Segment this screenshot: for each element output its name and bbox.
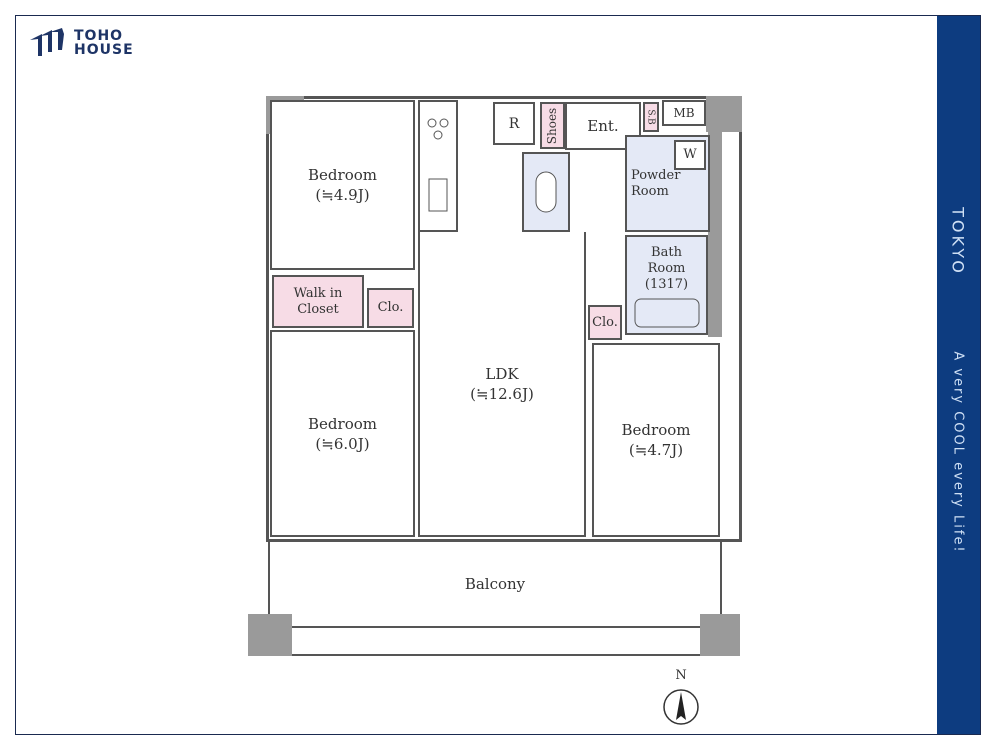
side-city: TOKYO: [948, 207, 968, 276]
brand-logo: TOHO HOUSE: [28, 28, 134, 58]
side-band: [937, 16, 980, 734]
pillar: [706, 96, 742, 132]
closet-2: Clo.: [588, 305, 622, 340]
room-name: Closet: [297, 301, 339, 317]
meter-box: MB: [662, 100, 706, 126]
room-name: Bedroom: [308, 166, 377, 184]
room-name: Bath: [651, 245, 682, 260]
bathtub-icon: [634, 298, 699, 328]
room-name: Room: [647, 261, 686, 276]
shoes-storage: Shoes: [540, 102, 565, 149]
balcony: Balcony: [268, 542, 722, 628]
ldk: LDK (≒12.6J): [418, 232, 586, 537]
room-name: Bedroom: [308, 414, 377, 433]
pillar: [700, 614, 740, 656]
room-name: Powder: [631, 167, 681, 183]
pillar: [248, 614, 292, 656]
balcony-rail: [248, 626, 740, 656]
stove-icon: [427, 118, 449, 212]
walk-in-closet: Walk in Closet: [272, 275, 364, 328]
refrigerator: R: [493, 102, 535, 145]
page-frame: [15, 15, 981, 735]
room-size: (≒4.9J): [315, 186, 370, 204]
side-slogan: A very COOL every Life!: [950, 351, 966, 554]
brand-line1: TOHO: [74, 28, 124, 44]
logo-icon: [30, 28, 64, 56]
toilet: [522, 152, 570, 232]
room-size: (≒6.0J): [315, 434, 370, 453]
room-name: Room: [631, 183, 669, 199]
room-size: (≒12.6J): [470, 384, 534, 403]
bedroom-3: Bedroom (≒4.7J): [592, 343, 720, 537]
pipe-shaft: [708, 132, 722, 337]
brand-line2: HOUSE: [74, 42, 134, 58]
room-size: (1317): [644, 277, 689, 292]
room-name: S.B: [646, 109, 657, 125]
room-name: Bedroom: [621, 421, 691, 439]
compass-icon: [663, 689, 699, 725]
washer: W: [674, 140, 706, 170]
compass-label: N: [675, 668, 687, 683]
bedroom-1: Bedroom (≒4.9J): [270, 100, 415, 270]
room-name: LDK: [485, 364, 519, 383]
room-name: Walk in: [293, 285, 343, 301]
closet-1: Clo.: [367, 288, 414, 328]
shoe-box: S.B: [643, 102, 659, 132]
bedroom-2: Bedroom (≒6.0J): [270, 330, 415, 537]
bath-room: Bath Room (1317): [625, 235, 708, 335]
entrance: Ent.: [565, 102, 641, 150]
toilet-icon: [535, 171, 557, 213]
room-size: (≒4.7J): [628, 441, 684, 459]
kitchen-counter: [418, 100, 458, 232]
room-name: Shoes: [545, 107, 560, 144]
